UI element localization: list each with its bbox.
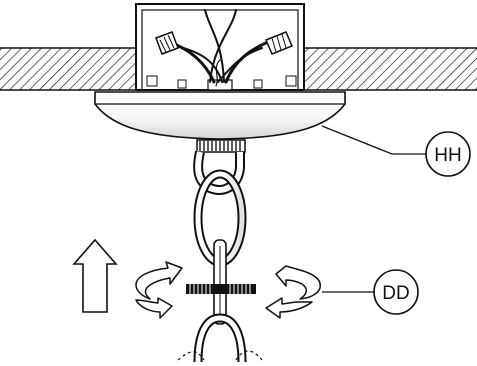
callout-hh: HH — [321, 125, 471, 177]
box-screws — [146, 75, 297, 89]
chain-adjuster — [186, 284, 256, 294]
callout-hh-label: HH — [434, 145, 461, 166]
threaded-collar — [196, 139, 246, 153]
callout-hh-leader — [321, 125, 393, 155]
canopy — [94, 91, 346, 140]
callout-hh-circle — [425, 131, 471, 177]
callout-dd: DD — [322, 269, 419, 315]
wire-nut-left-icon — [155, 31, 179, 55]
up-arrow-icon — [72, 238, 118, 313]
rotate-right-icon — [265, 265, 322, 319]
chain — [177, 150, 263, 363]
rotate-left-icon — [135, 261, 183, 319]
callout-dd-label: DD — [382, 283, 409, 304]
wiring — [168, 9, 270, 87]
callout-dd-circle — [373, 269, 419, 315]
wire-nut-right-icon — [265, 31, 293, 55]
